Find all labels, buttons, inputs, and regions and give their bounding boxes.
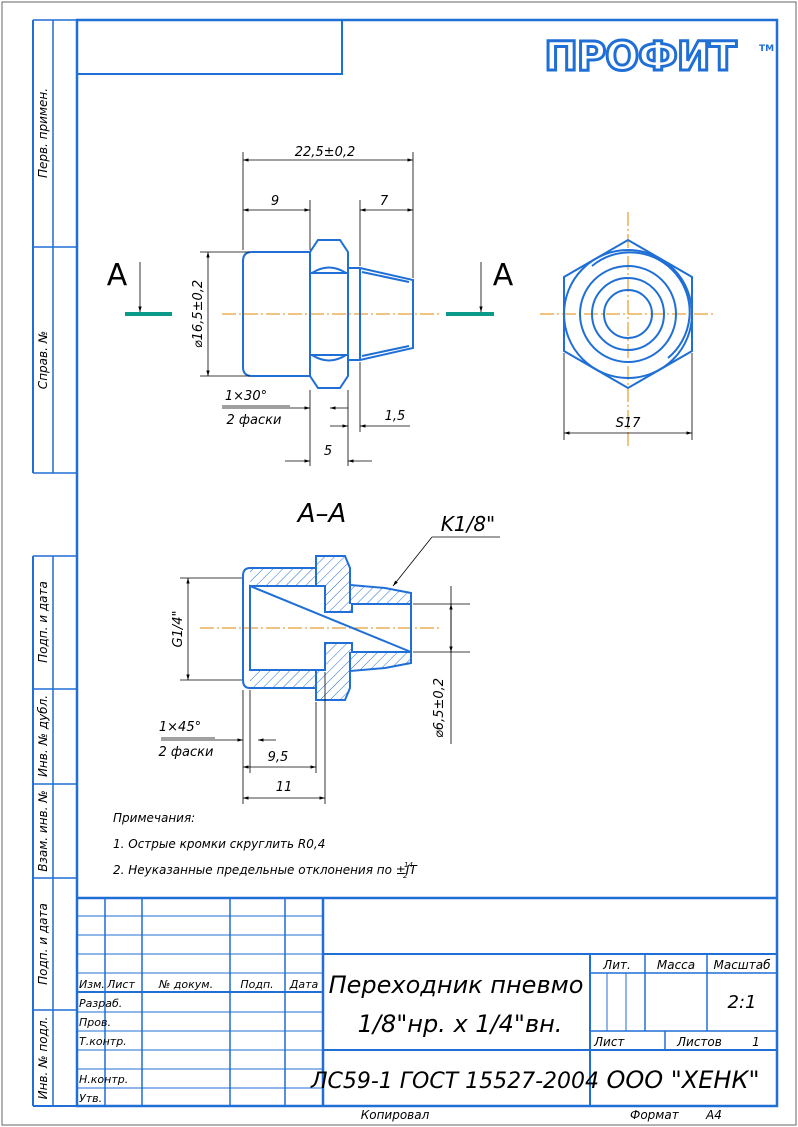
- thread-label: K1/8": [441, 512, 496, 536]
- note-it-frac-top: 14: [404, 861, 413, 869]
- format-label: Формат: [630, 1108, 680, 1122]
- part-name-line1: Переходник пневмо: [329, 971, 584, 999]
- role-tkontr: Т.контр.: [79, 1035, 127, 1048]
- drawing-frame: [32, 18, 779, 1108]
- dim-thread-length: 7: [380, 194, 389, 209]
- scale-value: 2:1: [728, 992, 757, 1013]
- title-block: Изм. Лист № докум. Подп. Дата Разраб. Пр…: [77, 896, 777, 1106]
- dim-chamfer-note-top: 2 фаски: [227, 413, 282, 428]
- section-title: A–A: [296, 499, 347, 529]
- sheet-label: Лист: [593, 1035, 625, 1049]
- format-value: A4: [705, 1108, 722, 1122]
- scale-label: Масштаб: [713, 958, 771, 972]
- end-view: S17: [540, 212, 716, 446]
- svg-text:TM: TM: [759, 44, 774, 54]
- hdr-izm: Изм.: [79, 978, 105, 991]
- notes: Примечания: 1. Острые кромки скруглить R…: [113, 811, 418, 880]
- dim-chamfer-note-section: 2 фаски: [159, 745, 214, 760]
- company: ООО "ХЕНК": [606, 1066, 759, 1094]
- lit-label: Лит.: [602, 958, 631, 972]
- hdr-sign: Подп.: [240, 978, 273, 991]
- sheets-count: 1: [752, 1035, 760, 1049]
- section-view: A–A K1/8" G1/4" ⌀6,5±0,2 1×45° 2: [159, 499, 500, 804]
- note-item-1: 1. Острые кромки скруглить R0,4: [113, 837, 325, 851]
- hdr-doc: № докум.: [158, 978, 213, 991]
- role-nkontr: Н.контр.: [79, 1073, 128, 1086]
- footer: Копировал Формат A4: [361, 1108, 722, 1122]
- dim-overall-length: 22,5±0,2: [295, 145, 356, 160]
- material: ЛС59-1 ГОСТ 15527-2004: [310, 1069, 599, 1094]
- front-view: 22,5±0,2 9 7 ⌀16,5±0,2 1×30° 2 фаски 5 1…: [107, 145, 514, 466]
- dim-outer-diameter: ⌀16,5±0,2: [191, 280, 206, 348]
- hdr-list: Лист: [106, 978, 135, 991]
- mass-label: Масса: [657, 958, 695, 972]
- dim-step: 1,5: [385, 409, 406, 424]
- cut-label-left: A: [107, 258, 128, 293]
- dim-depth-a: 9,5: [268, 750, 289, 765]
- notes-title: Примечания:: [113, 811, 195, 825]
- dim-depth-b: 11: [276, 780, 293, 795]
- side-label-inv-dubl: Инв. № дубл.: [36, 695, 50, 777]
- copied-label: Копировал: [361, 1108, 430, 1122]
- svg-text:ПРОФИТ: ПРОФИТ: [544, 34, 737, 80]
- dim-chamfer-section: 1×45°: [159, 720, 201, 735]
- side-label-inv-podl: Инв. № подл.: [36, 1017, 50, 1100]
- sheets-label: Листов: [676, 1035, 722, 1049]
- part-name-line2: 1/8"нр. x 1/4"вн.: [358, 1010, 563, 1038]
- side-label-vzam-inv: Взам. инв. №: [36, 790, 50, 871]
- side-label-podp-data-1: Подп. и дата: [36, 581, 50, 663]
- dim-hex-size: S17: [616, 416, 642, 431]
- dim-body-length: 9: [271, 194, 279, 209]
- note-it-frac-bottom: 2: [403, 872, 408, 880]
- side-label-perv-primen: Перв. примен.: [36, 88, 50, 178]
- side-label-podp-data-2: Подп. и дата: [36, 903, 50, 985]
- side-label-sprav: Справ. №: [36, 331, 50, 389]
- hdr-date: Дата: [289, 978, 319, 991]
- profit-logo: ПРОФИТ TM: [543, 33, 774, 82]
- cut-label-right: A: [493, 258, 514, 293]
- note-item-2: 2. Неуказанные предельные отклонения по …: [113, 863, 418, 877]
- side-column-labels: Перв. примен. Справ. № Подп. и дата Инв.…: [36, 88, 50, 1099]
- dim-chamfer-top: 1×30°: [225, 389, 267, 404]
- dim-flange: 5: [324, 444, 332, 459]
- role-prov: Пров.: [79, 1016, 111, 1029]
- dim-bore-thread: G1/4": [171, 611, 186, 648]
- role-utv: Утв.: [79, 1092, 102, 1105]
- dim-inner-diameter: ⌀6,5±0,2: [432, 678, 447, 738]
- role-razrab: Разраб.: [79, 997, 122, 1010]
